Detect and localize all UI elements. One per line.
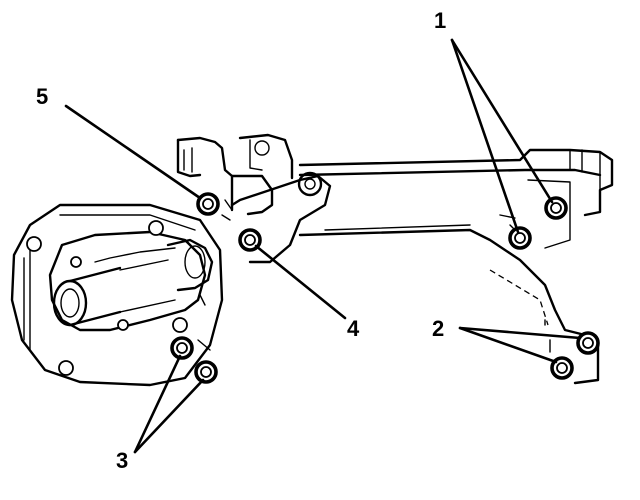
callout-3: 3 [116,448,128,473]
leader-2b [458,326,558,364]
leader-3a [133,354,182,454]
outlet-pipe-end [52,279,88,327]
pump-housing [10,203,224,387]
bolt-4 [238,228,262,252]
mounting-hole [172,317,188,333]
boss-circle [297,171,323,197]
callout-5: 5 [36,84,48,109]
leader-1b [450,38,554,204]
bolt-1-upper [544,196,568,220]
leader-5 [64,104,202,200]
bolt-3-upper [170,336,194,360]
leader-lines [64,38,582,454]
bolt-1-lower [508,226,532,250]
mounting-hole [148,220,164,236]
bolt-2-lower [550,356,574,380]
bolt-2-upper [576,331,600,355]
leader-1a [450,38,520,234]
mounting-hole [70,256,82,268]
mounting-hole [58,360,74,376]
leader-3b [133,378,205,454]
callout-1: 1 [434,8,446,33]
leader-2a [458,326,582,340]
callout-2: 2 [432,316,444,341]
bolt-3-lower [194,360,218,384]
callout-labels: 1 2 3 4 5 [36,8,446,473]
bolts [170,192,600,384]
bracket-arm [230,148,614,385]
mounting-hole [117,319,129,331]
callout-4: 4 [347,316,360,341]
mounting-hole [26,236,42,252]
bolt-5 [196,192,220,216]
leader-4 [254,244,347,320]
upper-bracket [176,133,294,221]
